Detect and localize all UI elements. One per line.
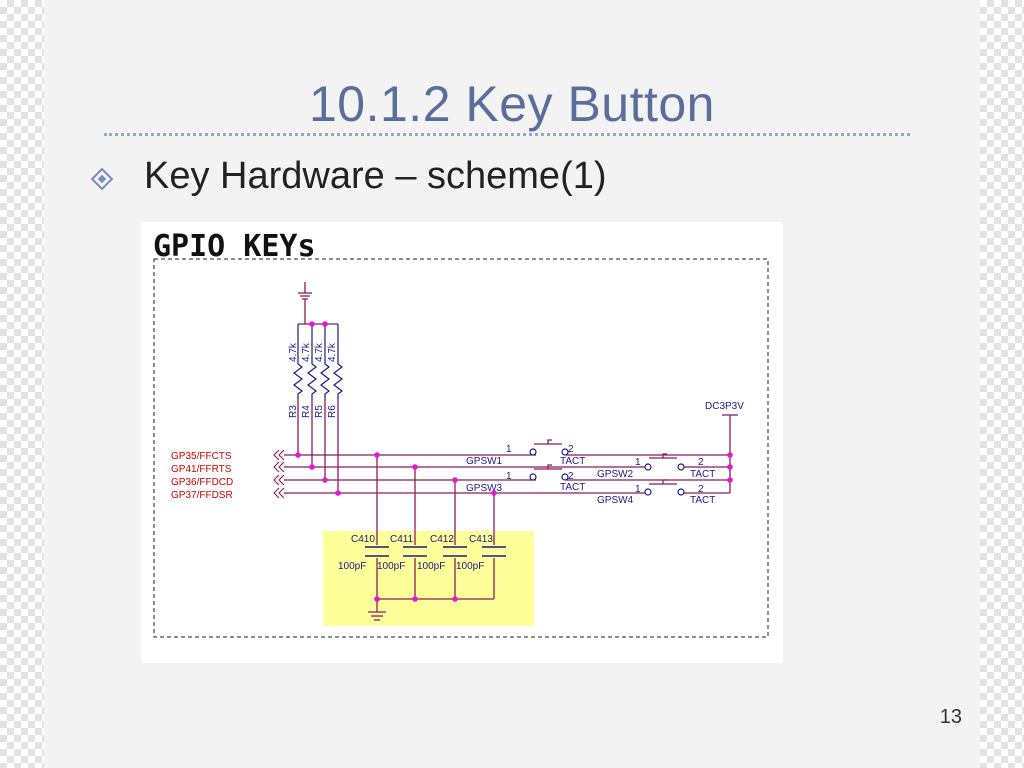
- switch-type: TACT: [690, 495, 715, 506]
- resistor-value: 4.7k: [327, 342, 338, 362]
- switch-type: TACT: [560, 482, 585, 493]
- resistor-value: 4.7k: [288, 342, 299, 362]
- bullet-diamond-icon: [90, 167, 114, 191]
- signal-label: GP35/FFCTS: [171, 451, 232, 462]
- switch-pin: 1: [506, 471, 512, 482]
- resistor-value: 4.7k: [314, 342, 325, 362]
- resistor-value: 4.7k: [301, 342, 312, 362]
- ground-icon: [368, 611, 386, 621]
- switch-contacts: [529, 448, 685, 496]
- schematic-heading: GPIO KEYs: [153, 229, 316, 264]
- capacitor-ref: C412: [430, 534, 454, 545]
- schematic-diagram: GPIO KEYs: [153, 229, 769, 638]
- page-number: 13: [939, 706, 962, 728]
- bullet-text: Key Hardware – scheme(1): [144, 155, 607, 197]
- junction-dots: [295, 321, 733, 602]
- capacitor-highlight-area: [323, 531, 534, 626]
- capacitor-plates: [365, 546, 506, 557]
- switch-pin: 1: [635, 457, 641, 468]
- slide: 10.1.2 Key Button Key Hardware – scheme(…: [44, 0, 980, 768]
- supply-symbol-icon: [298, 282, 338, 325]
- switch-type: TACT: [560, 456, 585, 467]
- switch-pin: 2: [698, 484, 704, 495]
- title-divider: [104, 133, 910, 136]
- capacitor-ref: C413: [469, 534, 493, 545]
- resistor-ref: R6: [327, 405, 338, 418]
- schematic-frame: [153, 258, 769, 638]
- resistor-ref: R4: [301, 405, 312, 418]
- signal-label: GP37/FFDSR: [171, 490, 233, 501]
- switch-ref: GPSW3: [466, 483, 503, 494]
- capacitor-value: 100pF: [417, 561, 445, 572]
- left-checker-border: [0, 0, 44, 768]
- capacitor-ref: C411: [390, 534, 414, 545]
- signal-wires: [284, 414, 738, 612]
- resistor-ref: R5: [314, 405, 325, 418]
- resistor-ref: R3: [288, 405, 299, 418]
- port-connector-icons: [273, 449, 285, 499]
- power-label: DC3P3V: [705, 401, 744, 412]
- switch-pin: 2: [568, 471, 574, 482]
- switch-pin: 2: [568, 444, 574, 455]
- right-checker-border: [980, 0, 1024, 768]
- switch-ref: GPSW4: [597, 495, 634, 506]
- switch-ref: GPSW1: [466, 456, 503, 467]
- slide-title: 10.1.2 Key Button: [308, 76, 715, 132]
- signal-label: GP36/FFDCD: [171, 477, 233, 488]
- switch-pin: 2: [698, 457, 704, 468]
- capacitor-value: 100pF: [456, 561, 484, 572]
- switch-pin: 1: [635, 484, 641, 495]
- capacitor-ref: C410: [351, 534, 375, 545]
- capacitor-value: 100pF: [377, 561, 405, 572]
- switch-pin: 1: [506, 444, 512, 455]
- schematic-image: GPIO KEYs: [141, 222, 783, 663]
- capacitor-value: 100pF: [338, 561, 366, 572]
- resistors: [293, 324, 343, 400]
- switch-ref: GPSW2: [597, 469, 634, 480]
- signal-label: GP41/FFRTS: [171, 464, 232, 475]
- switch-type: TACT: [690, 469, 715, 480]
